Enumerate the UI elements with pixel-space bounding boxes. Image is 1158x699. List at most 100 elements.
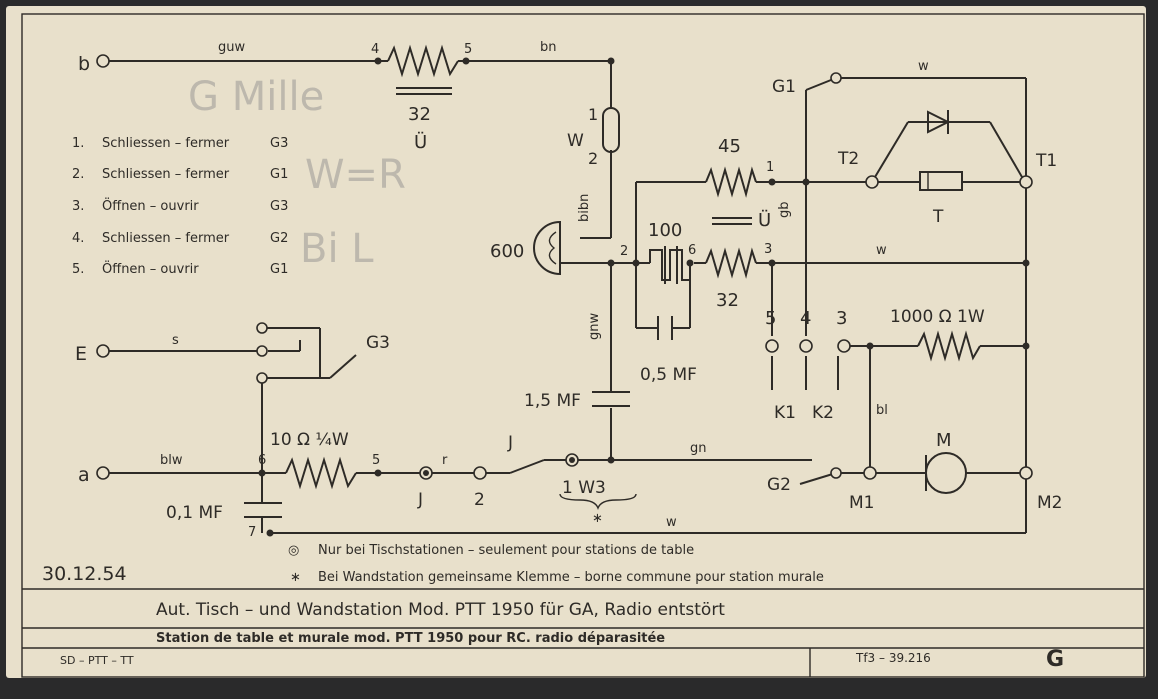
legend-code: G1 — [270, 167, 288, 182]
contact-5-label: 5 — [765, 308, 776, 329]
capacitor-0-1 — [244, 502, 282, 518]
wire-gb: gb — [777, 201, 792, 218]
buzzer-symbol — [927, 110, 951, 134]
wire-w-top: w — [918, 59, 929, 74]
terminal-T1-label: T1 — [1035, 151, 1057, 171]
choke-bars-mid — [712, 217, 752, 225]
wire-gnw: gnw — [587, 313, 602, 340]
wire-guw: guw — [218, 40, 245, 55]
terminal-T-label: T — [932, 207, 944, 227]
receiver-600-label: 600 — [490, 241, 524, 262]
ringer-M — [925, 452, 967, 494]
resistor-10-label: 10 Ω ¼W — [270, 430, 349, 450]
junction-dots — [258, 57, 1030, 537]
node-5-a: 5 — [372, 453, 380, 468]
wire-w-bottom: w — [666, 515, 677, 530]
wire-gn: gn — [690, 441, 707, 456]
terminal-M2-label: M2 — [1037, 493, 1062, 513]
resistor-1000-label: 1000 Ω 1W — [890, 307, 985, 327]
legend-text: Schliessen – fermer — [102, 167, 230, 182]
legend-num: 5. — [72, 262, 84, 277]
legend-text: Schliessen – fermer — [102, 231, 230, 246]
capacitor-1-5 — [592, 391, 630, 407]
capacitor-0-1-label: 0,1 MF — [166, 503, 223, 523]
node-6-a: 6 — [258, 453, 266, 468]
footnotes: ◎ Nur bei Tischstationen – seulement pou… — [288, 511, 824, 585]
node-1-w: 1 — [588, 105, 598, 124]
node-6-cap: 6 — [688, 243, 696, 258]
node-2-w: 2 — [588, 149, 598, 168]
note-table-only: Nur bei Tischstationen – seulement pour … — [318, 543, 694, 558]
resistor-45-label: 45 — [718, 136, 741, 157]
title-block: Aut. Tisch – und Wandstation Mod. PTT 19… — [60, 600, 1064, 672]
capacitor-0-5-label: 0,5 MF — [640, 365, 697, 385]
choke-bars-top — [396, 87, 452, 95]
wiring — [109, 60, 1027, 534]
receiver-600 — [533, 220, 561, 276]
wire-bibn: bibn — [577, 194, 592, 222]
node-3-r: 3 — [764, 242, 772, 257]
resistor-45 — [705, 166, 757, 198]
drawing-date: 30.12.54 — [42, 563, 127, 585]
node-5-top: 5 — [464, 42, 472, 57]
legend-code: G2 — [270, 231, 288, 246]
terminal-2-j: 2 — [474, 490, 485, 510]
legend-num: 4. — [72, 231, 84, 246]
drawing-number: Tf3 – 39.216 — [855, 651, 931, 665]
node-1-r: 1 — [766, 160, 774, 175]
legend-text: Öffnen – ouvrir — [102, 260, 199, 277]
contact-3-label: 3 — [836, 308, 847, 329]
capacitor-1-5-label: 1,5 MF — [524, 391, 581, 411]
resistor-10 — [285, 456, 357, 490]
terminal-M-label: M — [936, 430, 952, 451]
terminal-W3-label: 1 W3 — [562, 478, 606, 498]
resistor-32-top-label: 32 — [408, 104, 431, 125]
legend-num: 3. — [72, 199, 84, 214]
pencil-note-1: G Mille — [188, 74, 324, 120]
node-2-rec: 2 — [620, 244, 628, 259]
wire-bn: bn — [540, 40, 557, 55]
choke-mid-label: Ü — [758, 209, 771, 231]
wire-r: r — [442, 453, 448, 468]
legend-text: Schliessen – fermer — [102, 136, 230, 151]
terminal-G3-label: G3 — [366, 333, 390, 353]
note-wall-common: Bei Wandstation gemeinsame Klemme – born… — [318, 570, 824, 585]
terminal-T2-label: T2 — [837, 149, 859, 169]
note-circle-symbol: ◎ — [288, 543, 299, 558]
legend-code: G3 — [270, 199, 288, 214]
manufacturer-logo: G — [1046, 647, 1064, 672]
title-french: Station de table et murale mod. PTT 1950… — [156, 631, 665, 646]
wire-blw: blw — [160, 453, 183, 468]
contact-K1-label: K1 — [774, 403, 796, 423]
resistor-32-mid-label: 32 — [716, 290, 739, 311]
legend-code: G3 — [270, 136, 288, 151]
component-labels: 32 Ü 45 Ü 100 32 0,5 MF 600 1,5 MF 1000 … — [166, 104, 985, 523]
legend-code: G1 — [270, 262, 288, 277]
w3-star-mark: ∗ — [592, 511, 603, 526]
terminal-G2-label: G2 — [767, 475, 791, 495]
terminal-M1-label: M1 — [849, 493, 874, 513]
switch-legend: 1. Schliessen – fermer G3 2. Schliessen … — [72, 136, 288, 277]
capacitor-100-label: 100 — [648, 220, 682, 241]
wire-color-labels: guw bn w bibn gb w gnw s blw r gn bl w — [160, 40, 929, 530]
contact-K2-label: K2 — [812, 403, 834, 423]
diagram-sheet — [6, 6, 1146, 678]
node-7: 7 — [248, 525, 256, 540]
wire-bl: bl — [876, 403, 888, 418]
terminal-J-label: J — [417, 490, 423, 510]
title-german: Aut. Tisch – und Wandstation Mod. PTT 19… — [156, 600, 725, 620]
resistor-1000 — [917, 330, 981, 362]
terminal-circles — [96, 54, 1033, 480]
drawing-code-left: SD – PTT – TT — [60, 654, 134, 667]
node-4-top: 4 — [371, 42, 379, 57]
wire-w-mid: w — [876, 243, 887, 258]
capacitor-0-5 — [657, 316, 673, 340]
capacitor-100 — [649, 246, 691, 284]
switch-W-label: W — [567, 131, 584, 151]
contact-4-label: 4 — [800, 308, 811, 329]
terminal-G1-label: G1 — [772, 77, 796, 97]
note-star-symbol: ∗ — [290, 570, 301, 585]
terminal-a-label: a — [78, 464, 90, 486]
resistor-32-mid — [705, 247, 757, 279]
